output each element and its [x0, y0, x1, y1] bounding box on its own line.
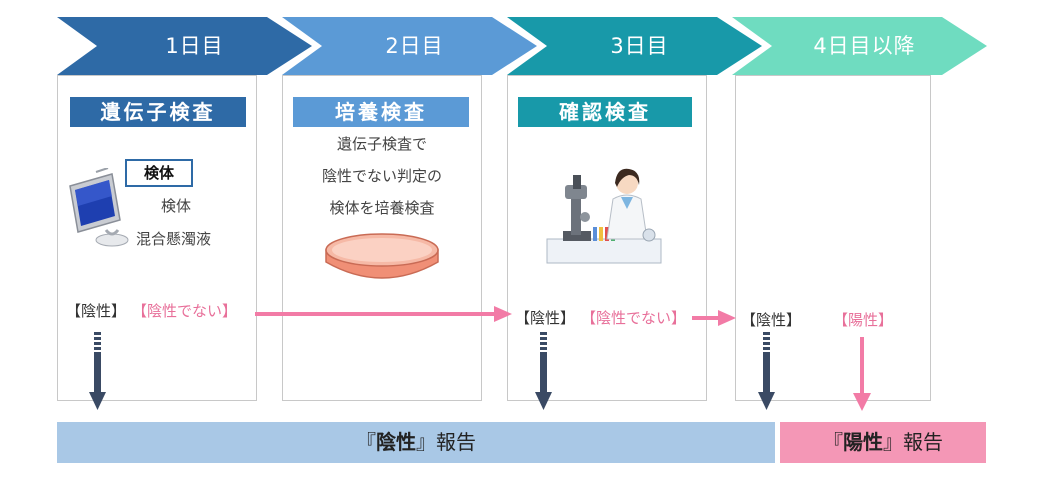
negative-report-close: 』 — [416, 430, 436, 454]
negative-report-open: 『 — [356, 430, 376, 454]
day1-label: 1日目 — [165, 34, 224, 58]
culture-desc-line1: 遺伝子検査で — [336, 135, 427, 153]
day3-negative: 【陰性】 — [515, 309, 576, 327]
culture-test-title: 培養検査 — [293, 97, 469, 127]
positive-report-open: 『 — [823, 430, 843, 454]
day4-chevron: 4日目以降 — [732, 17, 987, 75]
petri-dish-icon — [325, 233, 439, 279]
negative-report-word: 陰性 — [376, 430, 416, 454]
specimen-label-box: 検体 — [125, 159, 193, 187]
day1-chevron: 1日目 — [57, 17, 312, 75]
positive-report-suffix: 報告 — [903, 430, 943, 454]
panel-day4 — [735, 75, 931, 401]
day3-not-negative: 【陰性でない】 — [581, 309, 687, 327]
positive-report-close: 』 — [883, 430, 903, 454]
day4-label: 4日目以降 — [813, 34, 916, 58]
day4-negative: 【陰性】 — [741, 311, 802, 329]
scientist-microscope-icon — [546, 168, 662, 264]
day3-chevron: 3日目 — [507, 17, 762, 75]
confirmation-test-title: 確認検査 — [518, 97, 692, 127]
day2-chevron: 2日目 — [282, 17, 537, 75]
specimen-line2: 混合懸濁液 — [136, 230, 212, 248]
day1-negative: 【陰性】 — [66, 302, 127, 320]
negative-report-bar: 『陰性』報告 — [57, 422, 775, 463]
genetic-test-title: 遺伝子検査 — [70, 97, 246, 127]
negative-report-suffix: 報告 — [436, 430, 476, 454]
day1-not-negative: 【陰性でない】 — [132, 302, 238, 320]
day4-positive: 【陽性】 — [833, 311, 894, 329]
computer-icon — [69, 168, 129, 247]
specimen-line1: 検体 — [161, 197, 192, 215]
culture-desc-line3: 検体を培養検査 — [329, 199, 435, 217]
day3-label: 3日目 — [610, 34, 669, 58]
panel-day1 — [57, 75, 257, 401]
positive-report-bar: 『陽性』報告 — [780, 422, 986, 463]
culture-desc-line2: 陰性でない判定の — [321, 167, 442, 185]
day2-label: 2日目 — [385, 34, 444, 58]
positive-report-word: 陽性 — [843, 430, 883, 454]
